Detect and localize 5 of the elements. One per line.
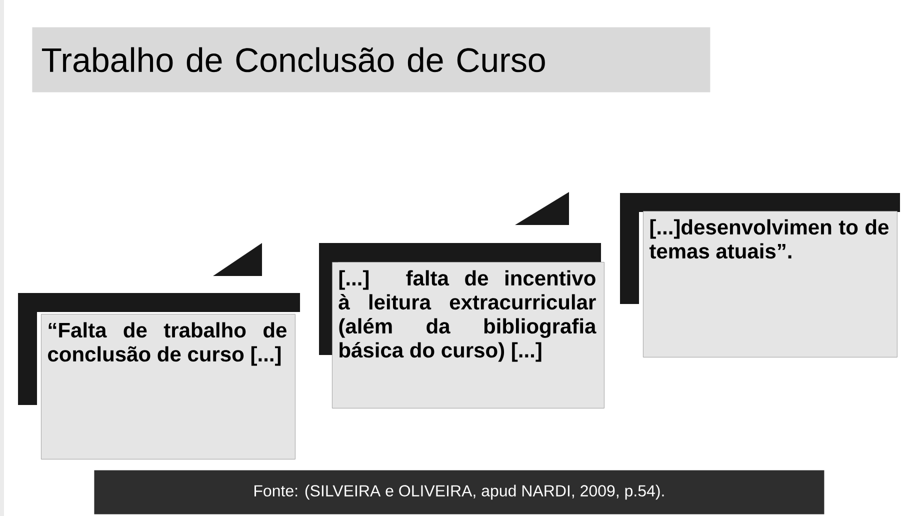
quote-box: [...] falta de incentivo à leitura extracurricular (além da bibliografia básica do curso) [...]: [332, 262, 604, 408]
title-band: Trabalho de Conclusão de Curso: [32, 27, 710, 92]
quote-box: “Falta de trabalho de conclusão de curso [...]: [41, 314, 296, 460]
caption-band: Fonte: (SILVEIRA e OLIVEIRA, apud NARDI, 2009, p.54).: [94, 470, 824, 514]
quote-box: [...]desenvolvimen to de temas atuais”.: [643, 211, 898, 358]
